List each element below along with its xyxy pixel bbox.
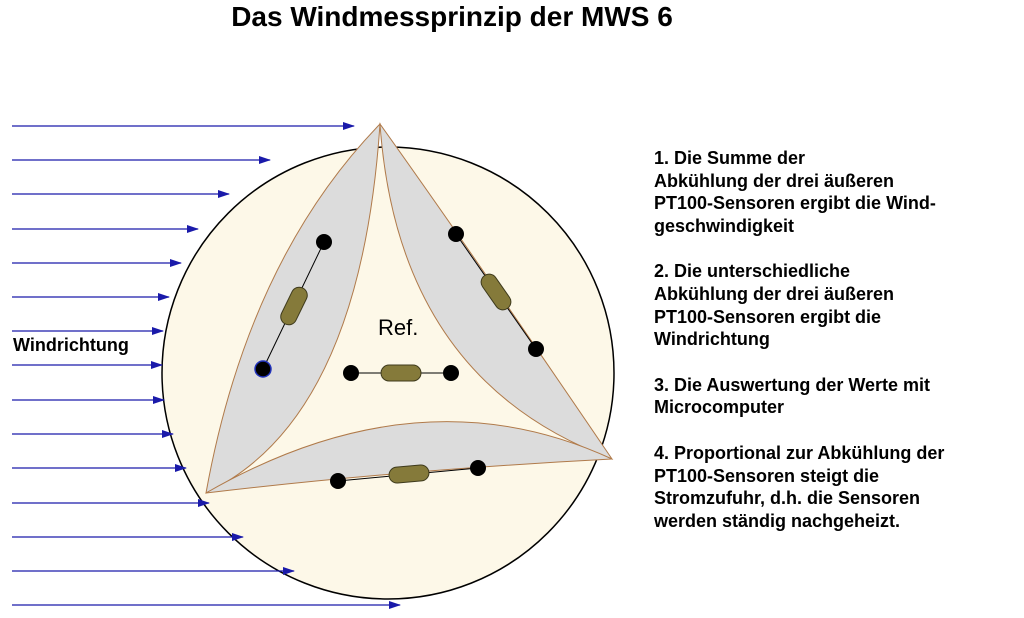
note-line: 4. Proportional zur Abkühlung der (654, 442, 945, 463)
note-3: 3. Die Auswertung der Werte mit Microcom… (654, 374, 1022, 419)
wind-arrows (12, 122, 401, 609)
wind-direction-label: Windrichtung (13, 335, 129, 355)
note-1: 1. Die Summe der Abkühlung der drei äuße… (654, 147, 1022, 237)
note-line: Stromzufuhr, d.h. die Sensoren (654, 488, 921, 509)
contact-dot (316, 234, 332, 250)
note-line: werden ständig nachgeheizt. (654, 510, 901, 531)
reference-sensor-label: Ref. (378, 315, 419, 340)
contact-dot (443, 365, 459, 381)
note-2: 2. Die unterschiedliche Abkühlung der dr… (654, 260, 1022, 350)
pt100-sensor-left (280, 286, 308, 326)
explanation-notes: 1. Die Summe der Abkühlung der drei äuße… (654, 147, 1022, 555)
contact-dot (528, 341, 544, 357)
note-line: Abkühlung der drei äußeren (654, 283, 895, 304)
contact-dot (343, 365, 359, 381)
note-line: 2. Die unterschiedliche (654, 261, 851, 282)
pt100-sensor-bottom (388, 464, 430, 484)
contact-dot (470, 460, 486, 476)
contact-dot (330, 473, 346, 489)
note-line: Abkühlung der drei äußeren (654, 170, 895, 191)
note-line: 3. Die Auswertung der Werte mit (654, 374, 931, 395)
note-line: PT100-Sensoren steigt die (654, 465, 880, 486)
contact-dot (254, 360, 272, 378)
note-line: PT100-Sensoren ergibt die Wind- (654, 193, 936, 214)
note-line: geschwindigkeit (654, 215, 795, 236)
note-4: 4. Proportional zur Abkühlung der PT100-… (654, 442, 1022, 532)
pt100-sensor-reference (380, 364, 422, 382)
note-line: Windrichtung (654, 329, 770, 350)
page-title: Das Windmessprinzip der MWS 6 (231, 1, 673, 32)
pt100-sensor-right (480, 273, 512, 311)
contact-dot (448, 226, 464, 242)
note-line: PT100-Sensoren ergibt die (654, 306, 882, 327)
note-line: Microcomputer (654, 397, 785, 418)
note-line: 1. Die Summe der (654, 148, 806, 168)
